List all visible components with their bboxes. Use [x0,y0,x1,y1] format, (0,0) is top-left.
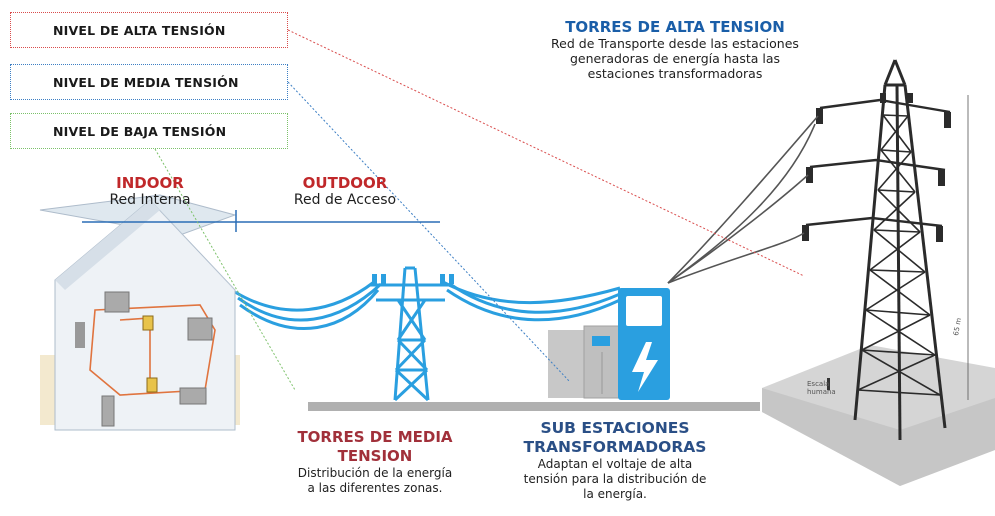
substation-desc-line-3: la energía. [583,487,647,501]
medium-voltage-info: TORRES DE MEDIA TENSION Distribución de … [290,428,460,496]
substation-desc-line-1: Adaptan el voltaje de alta [537,457,693,471]
outdoor-subtitle: Red de Acceso [293,192,397,208]
high-voltage-desc-line-1: Red de Transporte desde las estaciones [551,36,799,51]
house-illustration [39,194,240,431]
legend-media-tension: NIVEL DE MEDIA TENSIÓN [10,64,288,100]
high-voltage-desc-line-3: estaciones transformadoras [587,66,763,81]
indoor-subtitle: Red Interna [109,192,191,208]
indoor-label-group: INDOOR Red Interna [85,174,215,208]
legend-alta-tension: NIVEL DE ALTA TENSIÓN [10,12,288,48]
legend-media-label: NIVEL DE MEDIA TENSIÓN [53,74,239,90]
medium-voltage-tower [370,266,450,402]
medium-voltage-title-1: TORRES DE MEDIA [297,428,453,446]
substation-info: SUB ESTACIONES TRANSFORMADORAS Adaptan e… [510,419,720,502]
alta-connector [287,29,805,277]
outdoor-title: OUTDOOR [302,174,388,192]
substation-title-2: TRANSFORMADORAS [523,438,707,456]
medium-voltage-title-2: TENSION [337,447,413,465]
baja-connector [154,148,296,391]
indoor-title: INDOOR [116,174,184,192]
human-scale-figure [827,378,830,390]
medium-voltage-desc-line-1: Distribución de la energía [297,466,453,480]
ground-bar [308,402,760,411]
human-scale-label-1: Escala [807,380,829,388]
outdoor-label-group: OUTDOOR Red de Acceso [270,174,420,208]
substation-desc-line-2: tensión para la distribución de [523,472,707,486]
legend-baja-label: NIVEL DE BAJA TENSIÓN [53,123,227,139]
substation-title-1: SUB ESTACIONES [540,419,690,437]
high-voltage-cables [667,115,819,284]
medium-voltage-cables [234,280,621,330]
high-voltage-desc-line-2: generadoras de energía hasta las [569,51,781,66]
substation [548,288,670,400]
high-voltage-info: TORRES DE ALTA TENSION Red de Transporte… [530,18,820,81]
legend-alta-label: NIVEL DE ALTA TENSIÓN [53,22,226,38]
medium-voltage-desc-line-2: a las diferentes zonas. [307,481,443,495]
media-connector [287,81,571,383]
tower-height-label: 65 m [952,317,963,336]
high-voltage-desc: Red de Transporte desde las estaciones g… [530,36,820,81]
human-scale-label-2: humana [807,388,836,396]
legend-baja-tension: NIVEL DE BAJA TENSIÓN [10,113,288,149]
high-voltage-tower [762,59,995,486]
high-voltage-title: TORRES DE ALTA TENSION [565,18,785,36]
